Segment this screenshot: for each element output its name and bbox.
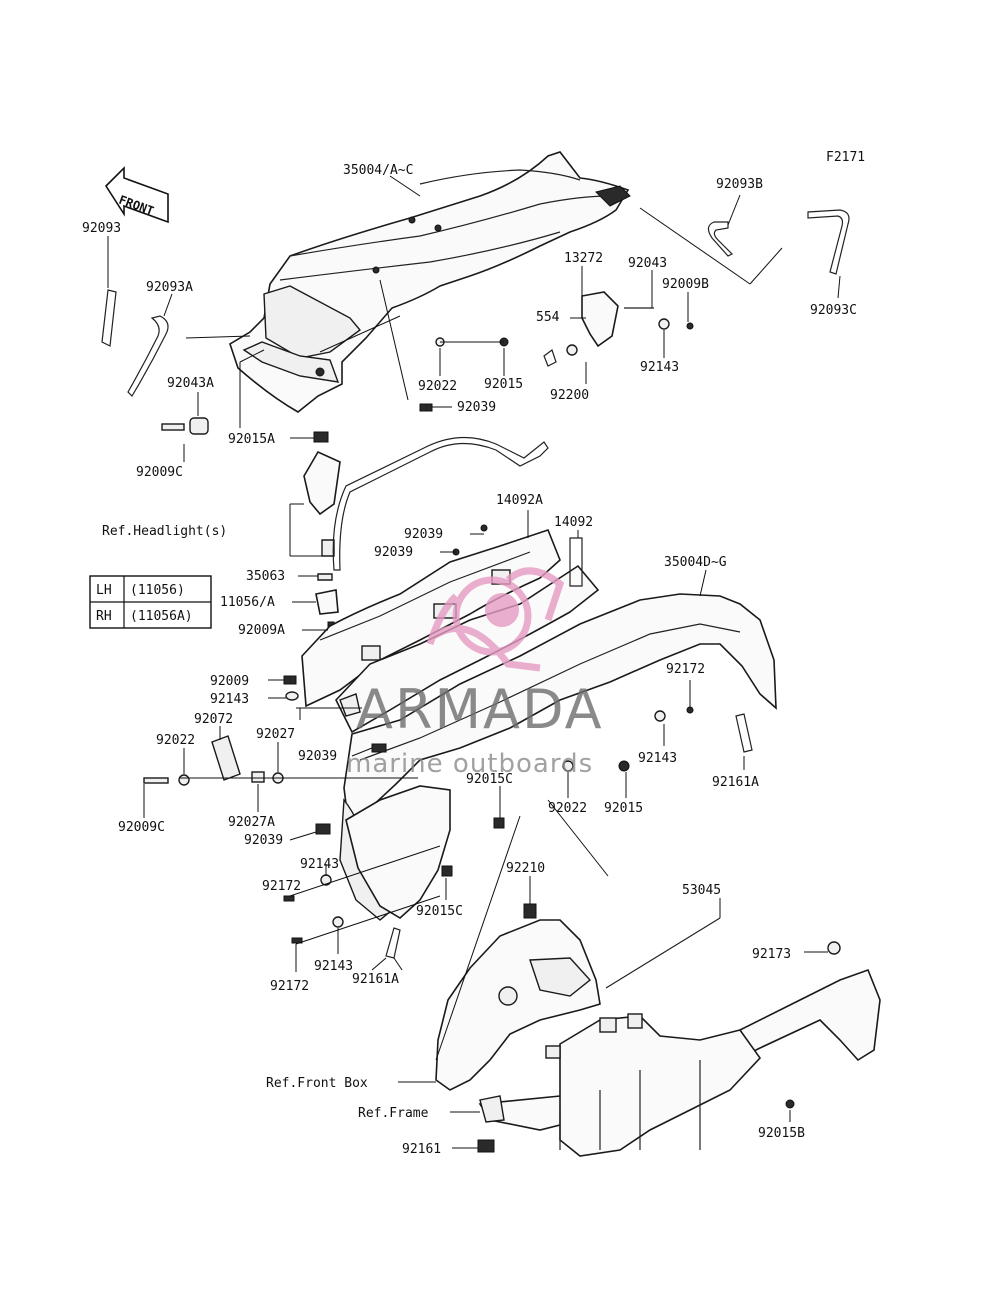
part-label: 92009 (210, 674, 249, 689)
part-label: Ref.Front Box (266, 1076, 368, 1091)
part-label: 92161 (402, 1142, 441, 1157)
front-arrow-icon: FRONT (104, 166, 169, 224)
bracket-assembly (543, 291, 694, 367)
part-label: 14092A (496, 493, 543, 508)
part-label: 92200 (550, 388, 589, 403)
watermark-logo-icon (426, 567, 565, 672)
part-label: 92143 (640, 360, 679, 375)
legend-table: LH (11056) RH (11056A) (89, 575, 212, 629)
part-label: 92022 (548, 801, 587, 816)
part-label: 92022 (418, 379, 457, 394)
legend-side: LH (96, 583, 112, 598)
part-label: 92009B (662, 277, 709, 292)
mid-fasteners (143, 675, 630, 959)
part-label: 92072 (194, 712, 233, 727)
part-label: 92015 (484, 377, 523, 392)
part-label: 92027 (256, 727, 295, 742)
part-labels: 35004/A~C 92093B 92093C 92093 92093A 132… (82, 163, 857, 1157)
part-label: 92015C (416, 904, 463, 919)
part-label: 92161A (352, 972, 399, 987)
part-label: 92015A (228, 432, 275, 447)
part-label: 35063 (246, 569, 285, 584)
part-label: 92039 (457, 400, 496, 415)
part-label: 92009C (136, 465, 183, 480)
part-label: 92172 (262, 879, 301, 894)
part-label: 92027A (228, 815, 275, 830)
part-label: 92039 (298, 749, 337, 764)
part-label: 92015 (604, 801, 643, 816)
part-label: 92210 (506, 861, 545, 876)
part-label: 92172 (270, 979, 309, 994)
part-label: 92022 (156, 733, 195, 748)
part-label: 92039 (374, 545, 413, 560)
part-label: 92143 (314, 959, 353, 974)
part-label: 14092 (554, 515, 593, 530)
part-label: Ref.Frame (358, 1106, 429, 1121)
part-label: 554 (536, 310, 560, 325)
part-label: 35004/A~C (343, 163, 413, 178)
part-label: 92093B (716, 177, 763, 192)
part-label: 92015C (466, 772, 513, 787)
part-label: 92015B (758, 1126, 805, 1141)
watermark-brand: ARMADA (356, 678, 604, 741)
watermark-tagline: marine outboards (346, 749, 593, 779)
watermark: ARMADA marine outboards (346, 567, 604, 779)
part-label: 13272 (564, 251, 603, 266)
part-label: 92039 (244, 833, 283, 848)
part-label: 92043A (167, 376, 214, 391)
part-label: 92143 (638, 751, 677, 766)
legend-code: (11056A) (130, 609, 193, 624)
legend-code: (11056) (130, 583, 185, 598)
part-label: 92143 (210, 692, 249, 707)
front-box-panel (435, 903, 601, 1091)
part-label: Ref.Headlight(s) (102, 524, 227, 539)
inner-panels (301, 524, 600, 734)
part-label: 92161A (712, 775, 759, 790)
part-label: 92009A (238, 623, 285, 638)
lower-fender-part (339, 593, 777, 921)
part-label: 92173 (752, 947, 791, 962)
part-label: 92039 (404, 527, 443, 542)
upper-fender-part (229, 151, 631, 413)
part-label: 11056/A (220, 595, 275, 610)
trim-strips (101, 209, 850, 397)
figure-code: F2171 (826, 150, 865, 165)
part-label: 92093A (146, 280, 193, 295)
part-label: 92093C (810, 303, 857, 318)
headlight-bracket (303, 436, 549, 635)
part-label: 35004D~G (664, 555, 727, 570)
part-label: 92172 (666, 662, 705, 677)
part-label: 92093 (82, 221, 121, 236)
part-label: 92143 (300, 857, 339, 872)
frame-part (477, 917, 881, 1157)
legend-side: RH (96, 609, 112, 624)
part-label: 92043 (628, 256, 667, 271)
part-label: 92009C (118, 820, 165, 835)
leader-lines (107, 175, 841, 1149)
part-label: 53045 (682, 883, 721, 898)
